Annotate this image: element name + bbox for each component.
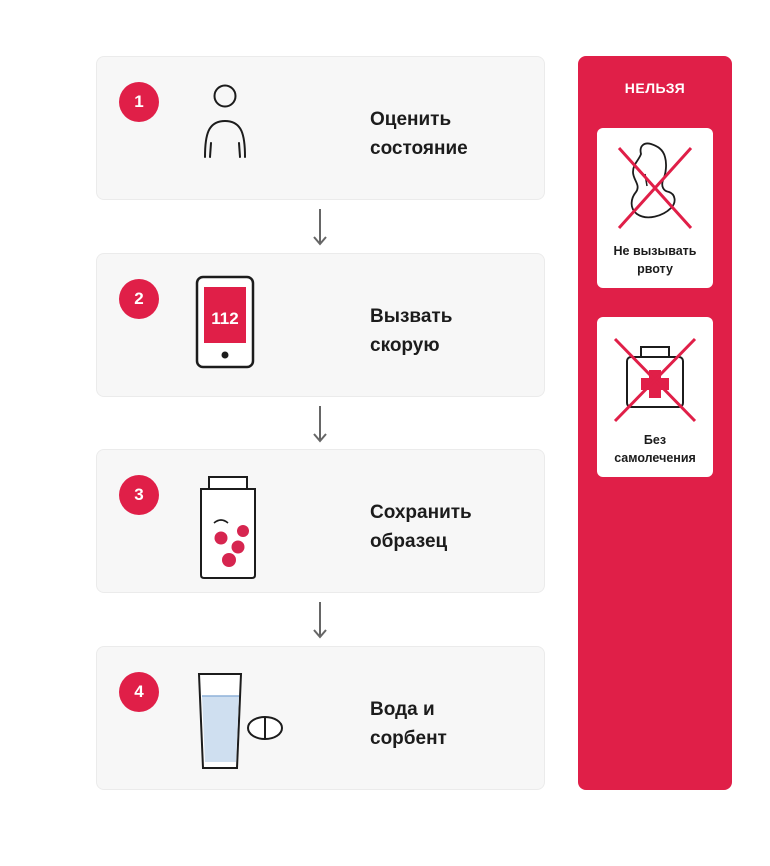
step-label: Сохранить образец <box>370 502 472 552</box>
prohibited-item-label: Не вызывать рвоту <box>613 244 697 276</box>
step-label: Оценить состояние <box>370 109 468 159</box>
person-icon <box>204 84 246 158</box>
no-self-medication-icon <box>613 337 697 423</box>
prohibited-item-label: Без самолечения <box>614 433 696 465</box>
prohibited-item-no-vomiting: Не вызывать рвоту <box>597 128 713 288</box>
arrow-down-icon <box>313 602 327 639</box>
no-vomiting-icon <box>617 142 693 230</box>
phone-screen-text: 112 <box>211 309 239 328</box>
step-card-2: 2 112 Вызвать скорую <box>96 253 545 397</box>
panel-title: НЕЛЬЗЯ <box>624 80 686 96</box>
step-label: Вода и сорбент <box>370 699 447 749</box>
water-glass-and-tablet-icon <box>197 673 283 769</box>
step-card-3: 3 Сохранить образец <box>96 449 545 593</box>
step-number-badge: 4 <box>119 672 159 712</box>
arrow-down-icon <box>313 209 327 246</box>
step-number-badge: 1 <box>119 82 159 122</box>
prohibited-item-no-self-medication: Без самолечения <box>597 317 713 477</box>
arrow-down-icon <box>313 406 327 443</box>
pill-jar-icon <box>200 476 256 579</box>
step-label: Вызвать скорую <box>370 306 453 356</box>
step-number-badge: 3 <box>119 475 159 515</box>
phone-icon <box>195 275 255 369</box>
step-number-badge: 2 <box>119 279 159 319</box>
step-card-1: 1 Оценить состояние <box>96 56 545 200</box>
prohibited-panel: НЕЛЬЗЯ Не вызывать рвоту Без самолечения <box>578 56 732 790</box>
step-card-4: 4 Вода и сорбент <box>96 646 545 790</box>
